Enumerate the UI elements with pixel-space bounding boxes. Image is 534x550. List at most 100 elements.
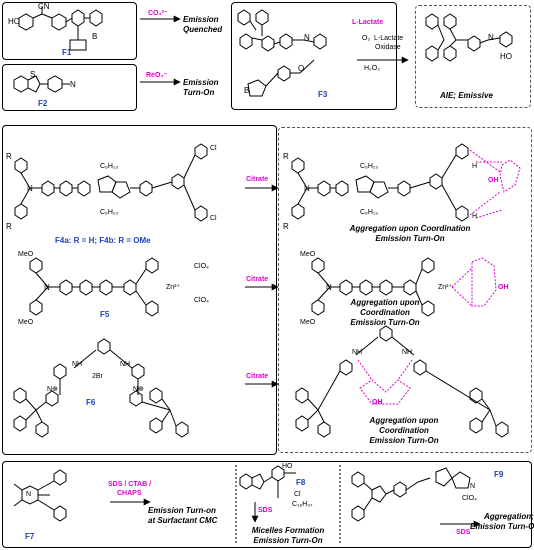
f3p-n-atom: N [488,33,494,42]
f8-ho-atom: HO [282,463,293,470]
f8-result-line1: Micelles Formation [251,526,325,535]
f4-label: F4a: R = H; F4b: R = OMe [55,236,151,245]
f7-result-line2: at Surfactant CMC [148,516,218,525]
f6-structure [13,338,189,438]
f4-product-structure [291,143,469,222]
f6p-oh-atom: OH [372,399,383,406]
f2-structure [13,75,70,93]
f4p-r-atom-bottom: R [283,222,289,231]
f1-cn-atom: CN [38,2,50,11]
f6-2br: 2Br [92,373,103,380]
f5-label: F5 [100,310,110,319]
f2-reagent: ReO₄⁻ [146,72,168,79]
f3-structure [237,9,327,97]
f6p-nh-right: NH [402,349,413,356]
f9-structure [351,467,471,522]
f1-label: F1 [62,48,72,57]
f4-n-atom: N [27,184,33,193]
f5-clo4-top: ClO₄ [194,263,209,270]
f9-label: F9 [494,470,504,479]
f4p-c6h13-bottom: C₆H₁₃ [360,209,379,216]
f5-result-line3: Emission Turn-On [350,318,420,327]
f8-label: F8 [296,478,306,487]
box-f3 [231,2,397,110]
f5p-meo-bottom: MeO [300,319,316,326]
f7-structure [13,469,67,522]
f4-c6h13-bottom: C₆H₁₃ [100,209,119,216]
f5-meo-top: MeO [18,251,34,258]
f5-n-atom: N [44,283,50,292]
f6-result-line3: Emission Turn-On [369,436,439,445]
f4-r-atom-top: R [6,152,12,161]
f6-nh-left: NH [72,361,83,368]
f3-b-atom: B [244,86,250,95]
f4p-c6h13-top: C₆H₁₃ [360,163,379,170]
f2-n-atom: N [70,80,76,89]
f3-o-atom: O [298,64,305,73]
f7-n-atom: N [26,491,32,498]
f8-cl-atom: Cl [294,491,301,498]
f1-ho-atom: HO [8,17,20,26]
f7-label: F7 [25,532,35,541]
f8-c16h37: C₁₆H₃₇ [292,501,313,508]
f4-c6h13-top: C₆H₁₃ [100,163,119,170]
f8-structure [239,465,296,498]
f4p-h-atom-top: H [472,163,478,170]
f5-reagent: Citrate [246,276,269,283]
f3-label: F3 [318,90,328,99]
f3-step-enzyme2: Oxidase [375,44,401,51]
f5p-n-atom: N [326,283,332,292]
f2-label: F2 [38,99,48,108]
f4-reagent: Citrate [246,176,269,183]
f5-structure [29,257,159,317]
f5-zn: Zn²⁺ [166,284,181,291]
box-f1 [2,2,137,60]
f2-result-line1: Emission [183,78,219,87]
f3-result: AIE; Emissive [440,91,493,100]
f6-reagent: Citrate [246,373,269,380]
f5-meo-bottom: MeO [18,319,34,326]
f5p-meo-top: MeO [300,251,316,258]
f4-cl-top: Cl [210,145,217,152]
box-surfactant-probes [2,461,532,548]
f6p-nh-left: NH [352,349,363,356]
f4-citrate-binding [469,149,521,219]
f4p-h-atom-bottom: H [472,213,478,220]
f3-step-enzyme1: L-Lactate [374,35,404,42]
f5-clo4-bottom: ClO₄ [194,297,209,304]
f4-result-line2: Emission Turn-On [375,234,445,243]
f4p-r-atom-top: R [283,152,289,161]
f8-reagent: SDS [258,507,273,514]
f1-b-atom: B [92,32,98,41]
f3-step-h2o2: H₂O₂ [364,65,380,72]
f5-citrate-binding [451,257,497,307]
f9-n-atom: N [470,483,476,490]
f2-result-line2: Turn-On [183,88,215,97]
f4-cl-bottom: Cl [210,215,217,222]
f9-result-line1: Aggregation; [484,512,534,521]
f4-r-atom-bottom: R [6,222,12,231]
f7-reagent-line1: SDS / CTAB / [108,481,152,488]
f9-reagent: SDS [456,529,471,536]
f7-result-line1: Emission Turn-on [148,506,216,515]
f4-structure [14,143,208,222]
f5-result-line2: Coordination [360,308,410,317]
f6-label: F6 [86,398,96,407]
f6-nh-right: NH [120,361,131,368]
f3-reagent: L-Lactate [352,19,384,26]
f3-product-structure [425,13,513,62]
f8-result-line2: Emission Turn-On [253,536,323,545]
f6-product-structure [295,325,509,438]
f3-n-atom: N [304,33,310,42]
f1-reagent: CO₃²⁻ [148,10,168,17]
box-f2 [2,64,137,111]
f5p-oh-atom: OH [498,284,509,291]
f5p-zn: Zn²⁺ [438,284,453,291]
f1-structure [18,6,103,51]
f3-step-o2: O₂ [362,35,371,42]
f5-product-structure [311,257,435,317]
f6-result-line2: Coordination [379,426,429,435]
f2-s-atom: S [30,70,36,79]
